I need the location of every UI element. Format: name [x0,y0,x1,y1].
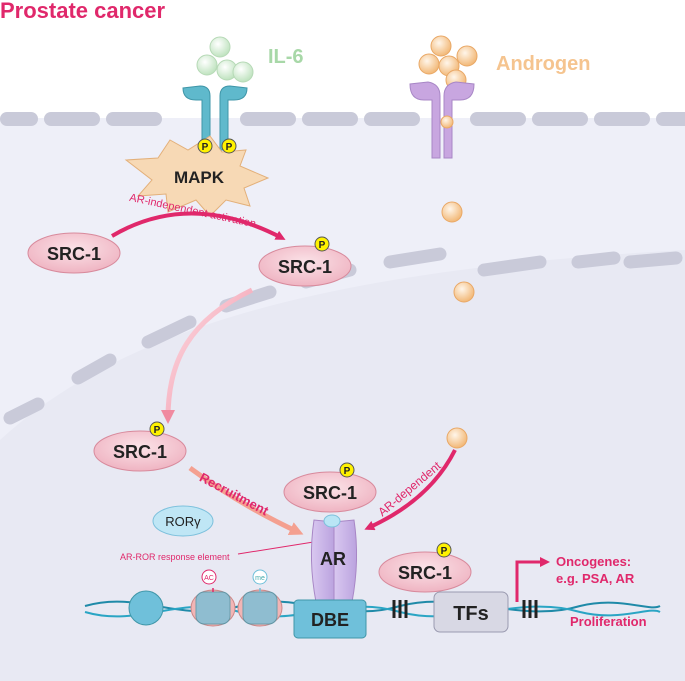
acetylated-nucleosome-icon [190,588,236,627]
il6-ligand-cluster [196,36,254,83]
ar-dependent-arrow [364,449,457,531]
plasma-membrane [0,112,685,126]
src1-ar-bound-label: SRC-1 [303,483,357,503]
ar-dimer [310,519,358,603]
dbe-box [293,599,367,639]
ligand-binding-icon [323,514,341,528]
ac-mark-icon [201,569,217,585]
src1-tf-bound-label: SRC-1 [398,563,452,583]
proliferation-label: Proliferation [570,614,647,629]
dna-rungs [392,600,538,618]
il6-label: IL-6 [268,46,304,68]
me-mark-icon [252,569,268,585]
receptor-phospho-marks: P P [197,138,237,154]
phospho-mark-icon [339,462,355,478]
svg-text:P: P [202,142,209,153]
ar-ror-element-label: AR-ROR response element [120,552,230,562]
svg-text:P: P [319,240,326,251]
androgen-label: Androgen [496,53,590,75]
dna-strand [84,600,661,618]
free-androgen-molecules [441,201,475,449]
svg-text:P: P [226,142,233,153]
androgen-ligand-cluster [418,35,478,91]
recruitment-arrow [188,465,304,535]
transcription-output-arrow [515,557,550,602]
methylated-nucleosome-icon [237,588,283,627]
src1-phospho-label: SRC-1 [278,257,332,277]
ac-mark-label: AC [204,575,214,582]
ror-gamma-node [152,505,214,537]
oncogenes-examples-label: e.g. PSA, AR [556,571,635,586]
oncogenes-label: Oncogenes: [556,554,631,569]
androgen-bound-icon [440,115,454,129]
src1-nuclear-node [93,430,187,472]
src1-inactive-node [27,232,121,274]
svg-text:P: P [441,546,448,557]
dbe-label: DBE [311,610,349,630]
src1-tf-bound-node [378,551,472,593]
nuclear-translocation-arrow [161,287,254,424]
tfs-label: TFs [453,603,489,625]
ar-independent-arrow [110,211,286,240]
phospho-mark-icon [436,542,452,558]
ar-label: AR [320,549,346,569]
nucleosome-icon [128,590,164,626]
ror-gamma-label: RORγ [165,514,201,529]
page-title: Prostate cancer [0,0,166,23]
mapk-burst-icon [124,135,270,217]
src1-phospho-node [258,245,352,287]
androgen-membrane-receptor [409,81,475,159]
svg-text:P: P [344,466,351,477]
src1-ar-bound-node [283,471,377,513]
src1-nuclear-label: SRC-1 [113,442,167,462]
src1-inactive-label: SRC-1 [47,244,101,264]
phospho-mark-icon [149,421,165,437]
tfs-box [433,591,509,633]
me-mark-label: me [255,575,265,582]
mapk-label: MAPK [174,168,225,187]
phospho-mark-icon [314,236,330,252]
svg-text:P: P [154,425,161,436]
